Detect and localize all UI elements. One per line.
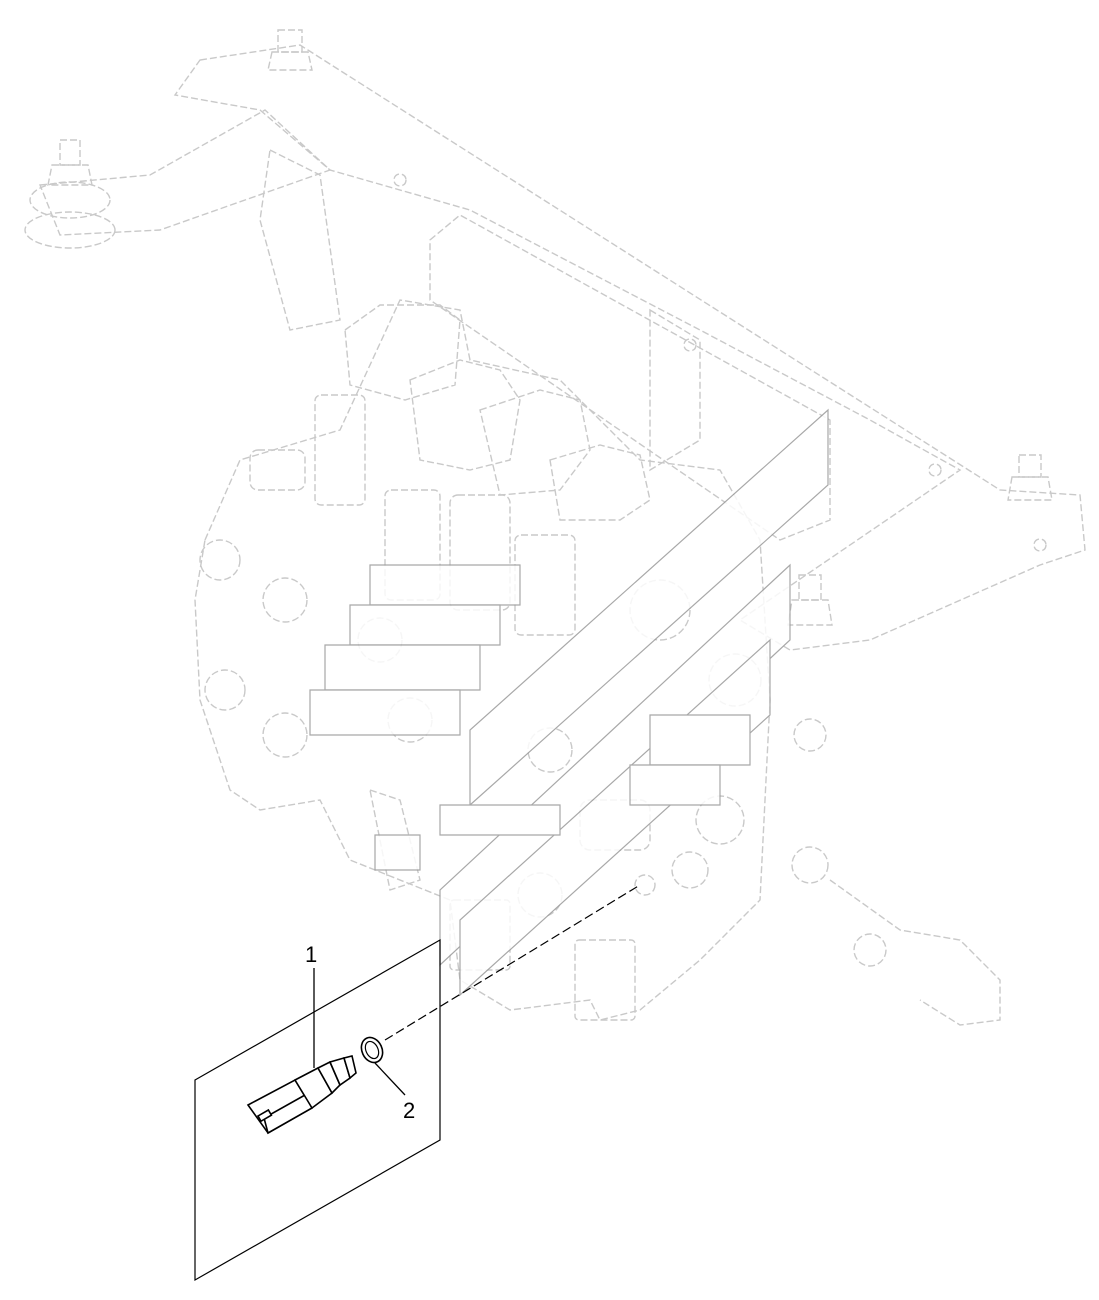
- watermark-logo: [309, 408, 829, 997]
- callout-number-2: 2: [403, 1098, 415, 1123]
- pressure-switch[interactable]: [246, 1055, 357, 1135]
- leader-line-2: [374, 1062, 406, 1096]
- o-ring[interactable]: [357, 1034, 386, 1066]
- callout-box: [194, 938, 441, 1282]
- installation-path-line: [384, 884, 641, 1041]
- callout-number-1: 1: [305, 942, 317, 967]
- ghost-frame-bracket: [39, 44, 1086, 651]
